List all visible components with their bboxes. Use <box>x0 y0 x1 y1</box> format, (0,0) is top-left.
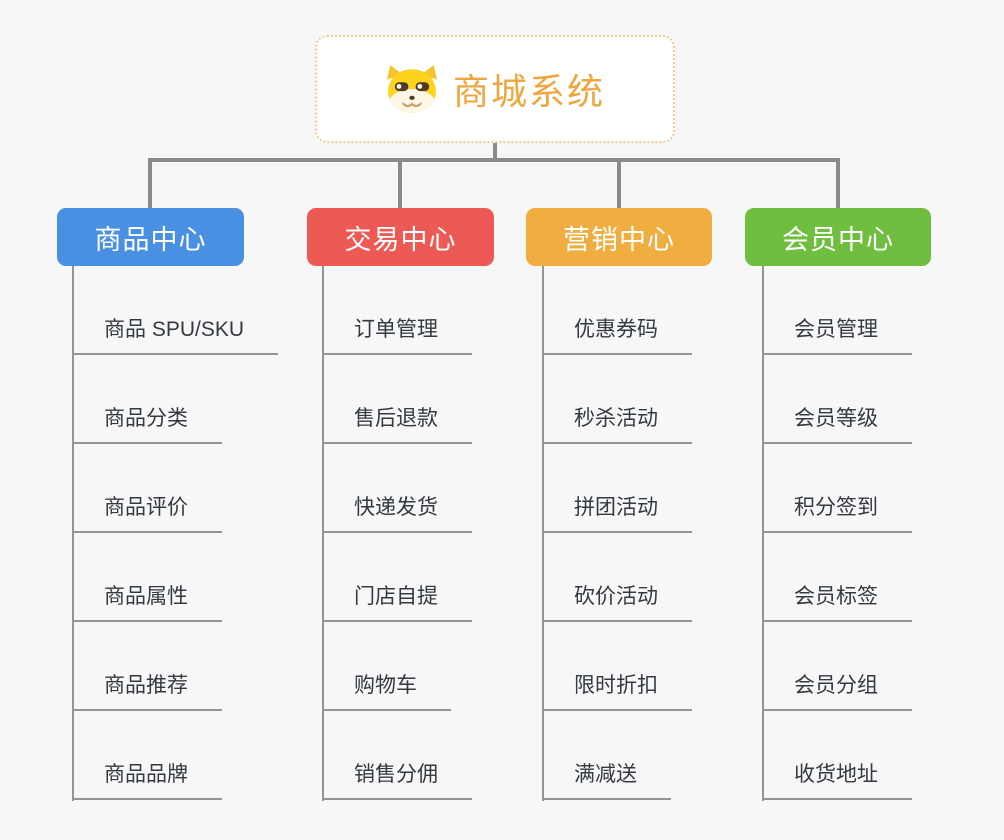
branch-node-product-center[interactable]: 商品中心 <box>57 208 244 266</box>
trunk-line-member <box>762 266 764 801</box>
child-node[interactable]: 优惠券码 <box>542 315 692 355</box>
root-node[interactable]: 商城系统 <box>315 35 675 143</box>
child-node[interactable]: 积分签到 <box>762 493 912 533</box>
child-node[interactable]: 商品品牌 <box>72 760 222 800</box>
child-node[interactable]: 限时折扣 <box>542 671 692 711</box>
child-node[interactable]: 快递发货 <box>322 493 472 533</box>
child-node[interactable]: 售后退款 <box>322 404 472 444</box>
connector-drop-marketing <box>617 158 621 208</box>
child-node[interactable]: 砍价活动 <box>542 582 692 622</box>
child-node[interactable]: 购物车 <box>322 671 451 711</box>
connector-drop-member <box>836 158 840 208</box>
child-node[interactable]: 会员等级 <box>762 404 912 444</box>
child-node[interactable]: 商品属性 <box>72 582 222 622</box>
branch-node-marketing-center[interactable]: 营销中心 <box>526 208 712 266</box>
child-node[interactable]: 商品评价 <box>72 493 222 533</box>
child-node[interactable]: 门店自提 <box>322 582 472 622</box>
child-node[interactable]: 商品推荐 <box>72 671 222 711</box>
child-node[interactable]: 商品 SPU/SKU <box>72 315 279 355</box>
child-node[interactable]: 会员标签 <box>762 582 912 622</box>
branch-node-trade-center[interactable]: 交易中心 <box>307 208 494 266</box>
child-node[interactable]: 会员分组 <box>762 671 912 711</box>
trunk-line-marketing <box>542 266 544 801</box>
child-node[interactable]: 商品分类 <box>72 404 222 444</box>
connector-drop-trade <box>398 158 402 208</box>
child-node[interactable]: 销售分佣 <box>322 760 472 800</box>
connector-drop-product <box>148 158 152 208</box>
connector-rail <box>148 158 840 162</box>
child-node[interactable]: 拼团活动 <box>542 493 692 533</box>
dog-face-icon <box>387 65 437 113</box>
root-node-title: 商城系统 <box>452 71 605 112</box>
branch-node-member-center[interactable]: 会员中心 <box>745 208 931 266</box>
child-node[interactable]: 满减送 <box>542 760 671 800</box>
trunk-line-trade <box>322 266 324 801</box>
child-node[interactable]: 收货地址 <box>762 760 912 800</box>
child-node[interactable]: 会员管理 <box>762 315 912 355</box>
connector-root-stub <box>493 143 497 162</box>
trunk-line-product <box>72 266 74 801</box>
child-node[interactable]: 秒杀活动 <box>542 404 692 444</box>
child-node[interactable]: 订单管理 <box>322 315 472 355</box>
